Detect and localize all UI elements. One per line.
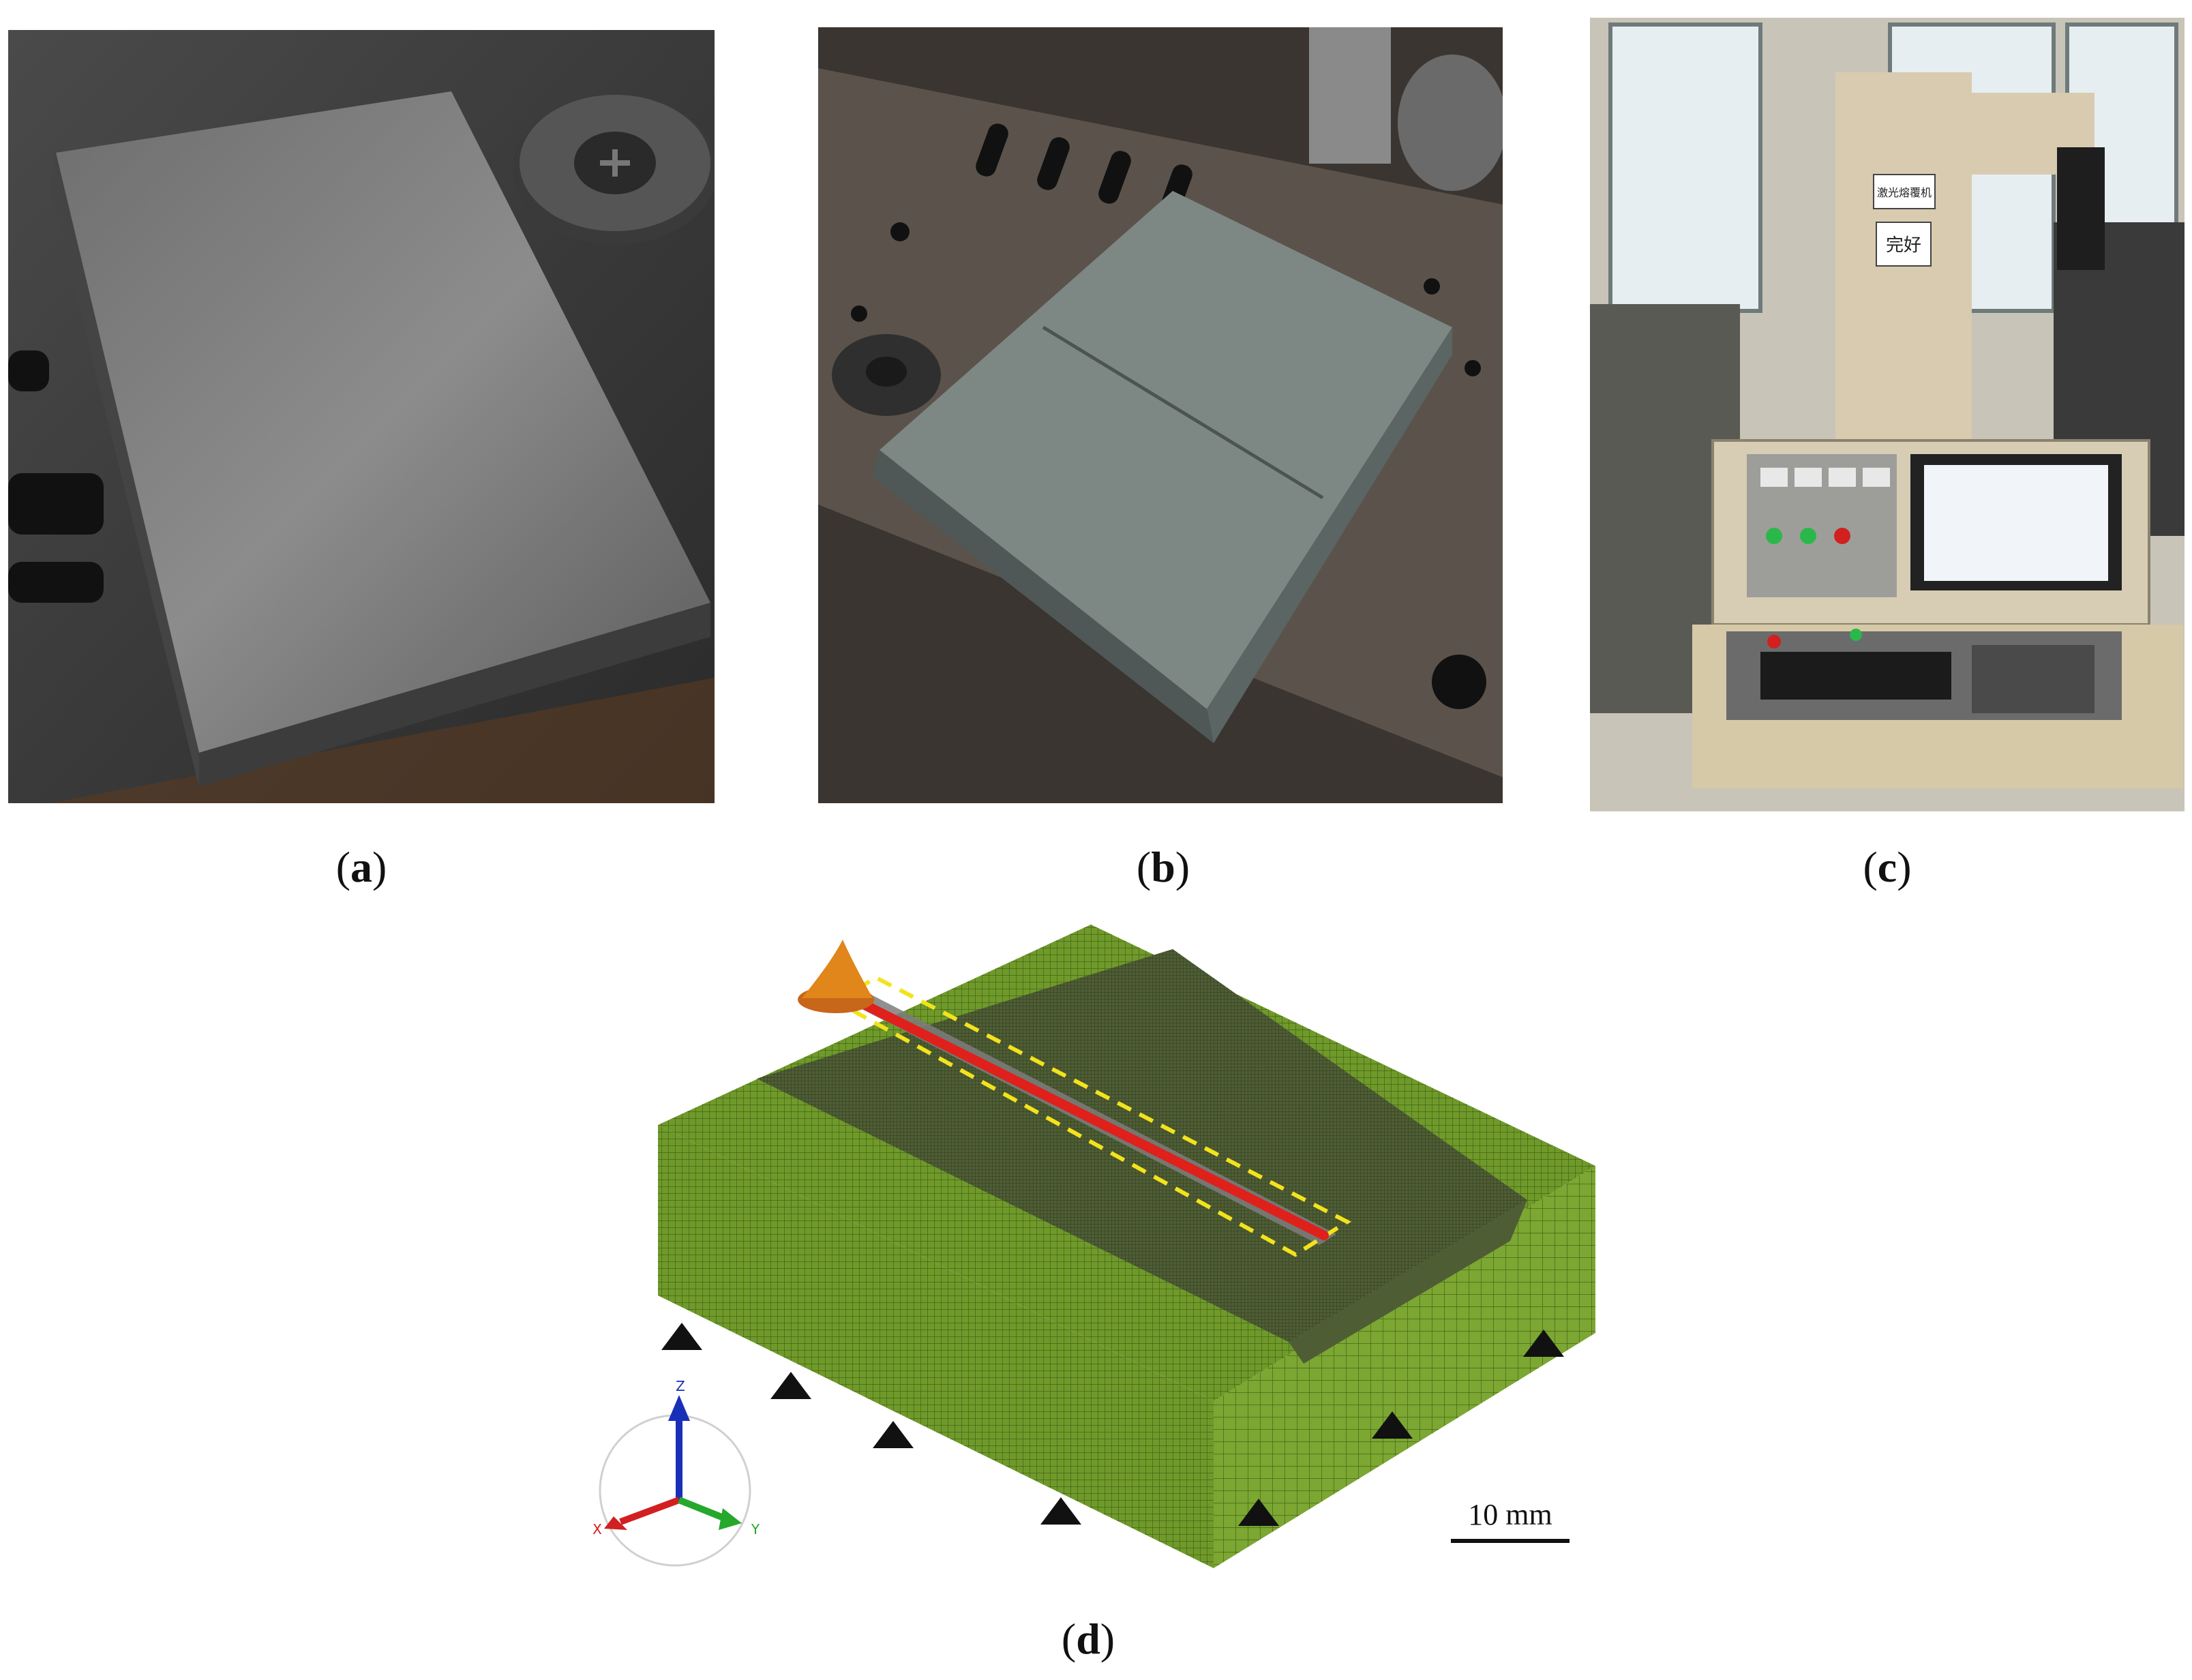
steel-plate-photo bbox=[8, 30, 715, 803]
support-triangle bbox=[661, 1323, 702, 1350]
photo-panel-a bbox=[8, 30, 715, 803]
caption-c: (c) bbox=[1863, 843, 1912, 891]
support-triangle bbox=[873, 1421, 914, 1448]
triad-z-label: Z bbox=[676, 1378, 685, 1394]
mesh-right-face bbox=[1214, 1166, 1595, 1568]
mesh-left-face bbox=[658, 1125, 1214, 1568]
support-triangle bbox=[1040, 1497, 1081, 1525]
grooved-plate-photo bbox=[818, 27, 1503, 803]
photo-panel-b bbox=[818, 27, 1503, 803]
triad-x-label: X bbox=[592, 1521, 602, 1537]
scale-bar: 10 mm bbox=[1451, 1498, 1570, 1543]
boundary-supports bbox=[661, 1323, 1564, 1526]
triad-y-label: Y bbox=[751, 1521, 760, 1537]
support-triangle bbox=[1238, 1499, 1279, 1526]
support-triangle bbox=[770, 1372, 811, 1399]
fe-mesh-model: Z X Y 10 mm bbox=[592, 925, 1595, 1568]
caption-d: (d) bbox=[1061, 1615, 1115, 1663]
photo-panel-c: 激光熔覆机 完好 bbox=[1590, 18, 2185, 811]
heat-source-path bbox=[858, 999, 1329, 1240]
scale-bar-label: 10 mm bbox=[1468, 1498, 1552, 1531]
groove-notch bbox=[1289, 1200, 1527, 1364]
support-triangle bbox=[1372, 1411, 1413, 1439]
heat-source-icon bbox=[798, 940, 874, 1013]
machine-photo: 激光熔覆机 完好 bbox=[1590, 18, 2185, 811]
coordinate-triad: Z X Y bbox=[592, 1378, 760, 1567]
fe-model-panel-d: Z X Y 10 mm bbox=[573, 914, 1636, 1602]
support-triangle bbox=[1523, 1330, 1564, 1357]
machine-sign-bottom: 完好 bbox=[1886, 235, 1921, 256]
caption-a: (a) bbox=[335, 843, 387, 891]
caption-b: (b) bbox=[1136, 843, 1190, 891]
machine-sign-top: 激光熔覆机 bbox=[1877, 186, 1932, 199]
